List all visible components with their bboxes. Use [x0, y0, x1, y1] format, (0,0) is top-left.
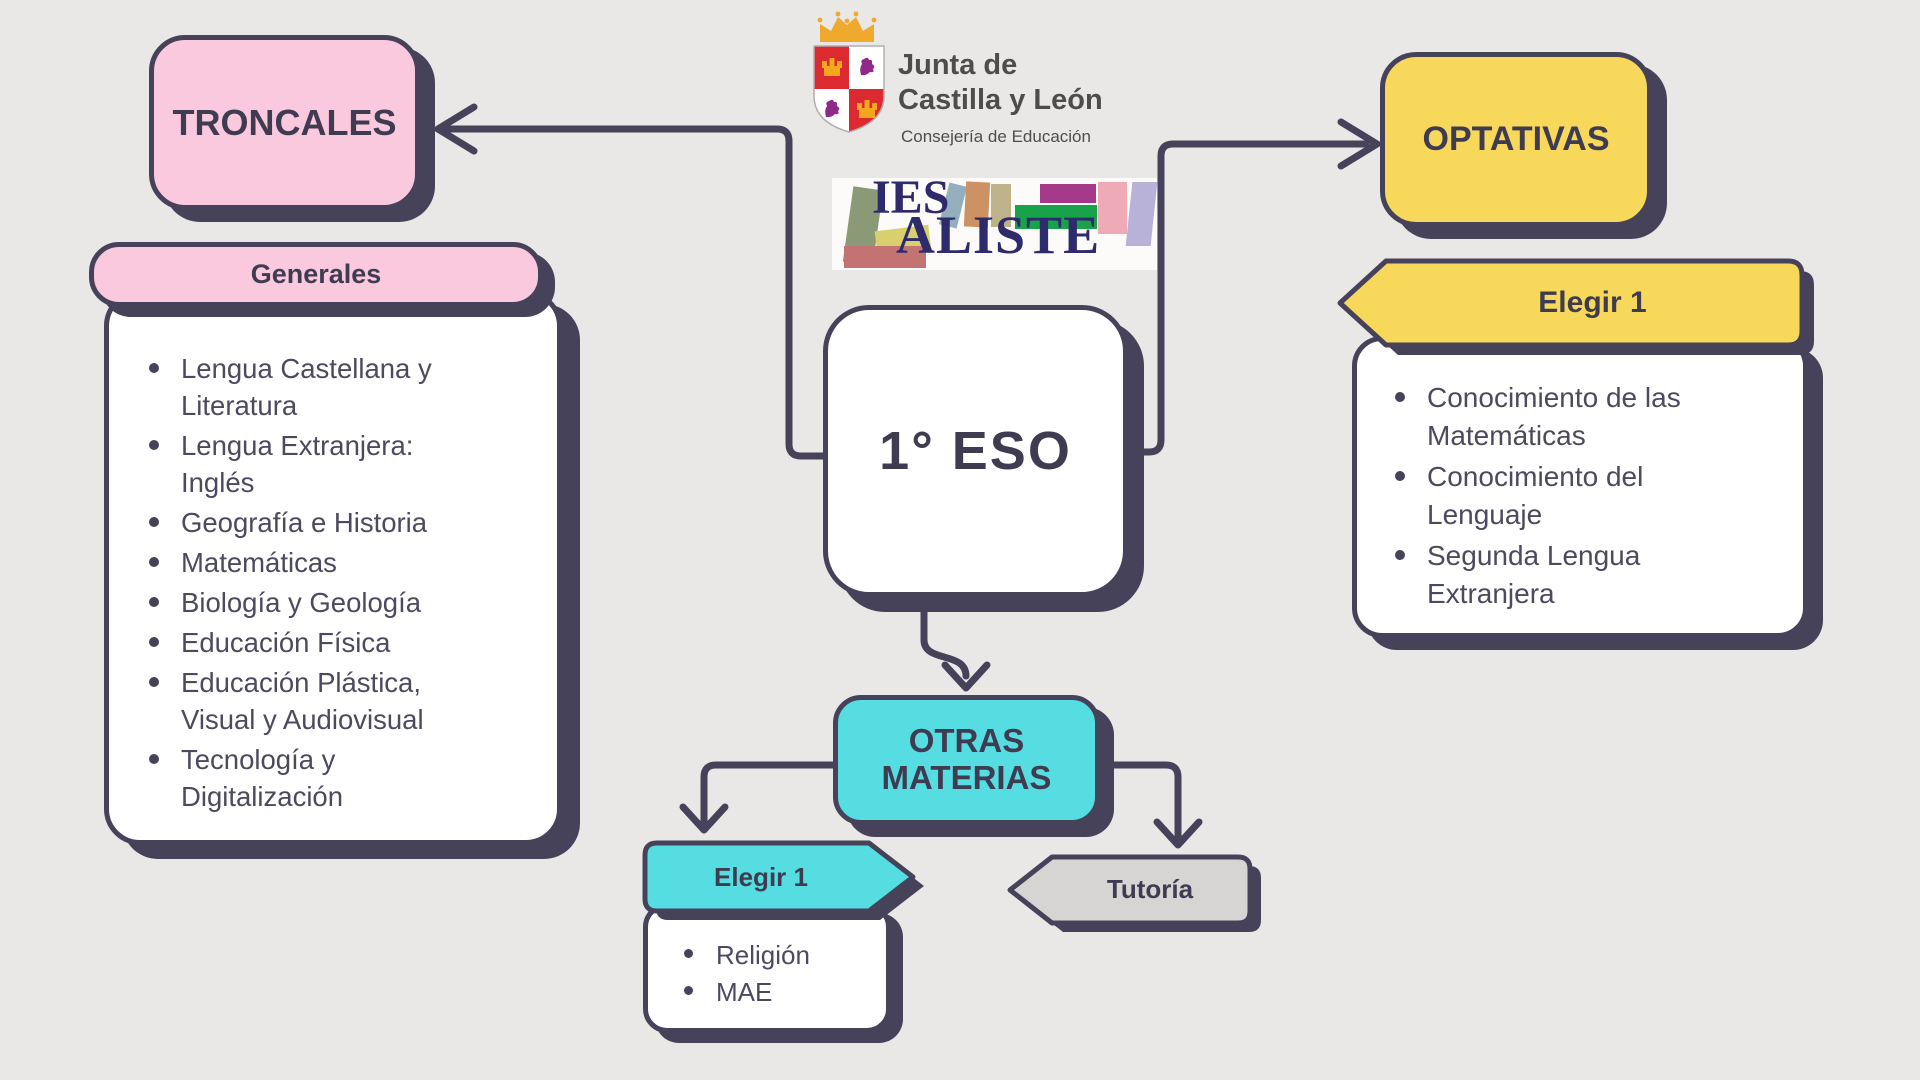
ies-logo-line1: IES: [872, 171, 950, 224]
junta-title-line1: Junta de: [898, 49, 1018, 81]
otras-title-line1: OTRAS: [908, 722, 1025, 760]
list-item: Educación Plástica, Visual y Audiovisual: [147, 664, 462, 738]
connector-eso-to-troncales: [434, 103, 827, 460]
junta-title: Junta de Castilla y León: [898, 48, 1103, 118]
junta-crest-icon: [813, 11, 885, 133]
eso-node: 1° ESO: [823, 305, 1128, 597]
book-icon: [1015, 205, 1097, 229]
optativas-node: OPTATIVAS: [1380, 52, 1652, 227]
tutoria-label: Tutoría: [1106, 873, 1194, 904]
otras-elegir-label: Elegir 1: [714, 861, 808, 892]
pennant-shape: [642, 840, 916, 914]
generales-tab: Generales: [89, 242, 543, 307]
list-item: Tecnología y Digitalización: [147, 741, 462, 815]
ies-aliste-logo: IES ALISTE: [832, 171, 1158, 270]
list-item: Lengua Extranjera: Inglés: [147, 427, 462, 501]
list-item: Geografía e Historia: [147, 504, 462, 541]
list-item: Religión: [682, 938, 862, 972]
otras-materias-node: OTRAS MATERIAS: [833, 695, 1100, 825]
list-item: MAE: [682, 975, 862, 1009]
book-icon: [1098, 182, 1127, 234]
list-item: Biología y Geología: [147, 584, 462, 621]
book-icon: [1040, 184, 1096, 203]
connector-eso-to-otras: [920, 596, 991, 692]
arrowhead-down-icon: [941, 661, 991, 692]
arrowhead-left-icon: [434, 103, 478, 155]
otras-elegir-tab: Elegir 1: [637, 839, 937, 927]
shield-icon: [813, 45, 885, 133]
arrowhead-down-icon: [1153, 818, 1203, 849]
arrowhead-down-icon: [679, 803, 729, 834]
optativas-elegir-label: Elegir 1: [1538, 286, 1647, 319]
optativas-title: OPTATIVAS: [1422, 120, 1610, 158]
troncales-title: TRONCALES: [172, 101, 397, 143]
list-item: Lengua Castellana y Literatura: [147, 350, 462, 424]
generales-tab-label: Generales: [250, 259, 382, 289]
arrowhead-right-icon: [1337, 118, 1381, 170]
list-item: Educación Física: [147, 624, 462, 661]
pennant-shape: [1337, 258, 1805, 348]
book-icon: [1125, 182, 1158, 246]
list-item: Segunda Lengua Extranjera: [1393, 537, 1733, 613]
troncales-node: TRONCALES: [149, 35, 420, 210]
eso-label: 1° ESO: [879, 421, 1072, 481]
book-icon: [991, 184, 1011, 227]
connector-otras-to-tutoria: [1101, 761, 1203, 849]
otras-title-line2: MATERIAS: [881, 759, 1052, 796]
book-icon: [844, 246, 926, 268]
junta-subtitle: Consejería de Educación: [901, 127, 1091, 146]
list-item: Conocimiento del Lenguaje: [1393, 458, 1733, 534]
connector-eso-to-optativas: [1124, 118, 1381, 456]
list-item: Matemáticas: [147, 544, 462, 581]
ies-logo-line2: ALISTE: [896, 205, 1101, 265]
pennant-shape: [1007, 854, 1253, 926]
crown-icon: [817, 11, 877, 42]
optativas-elegir-tab: Elegir 1: [1330, 257, 1825, 363]
list-item: Conocimiento de las Matemáticas: [1393, 379, 1733, 455]
tutoria-tab: Tutoría: [1000, 853, 1270, 939]
junta-title-line2: Castilla y León: [898, 84, 1103, 116]
connector-otras-to-elegir: [679, 761, 837, 834]
